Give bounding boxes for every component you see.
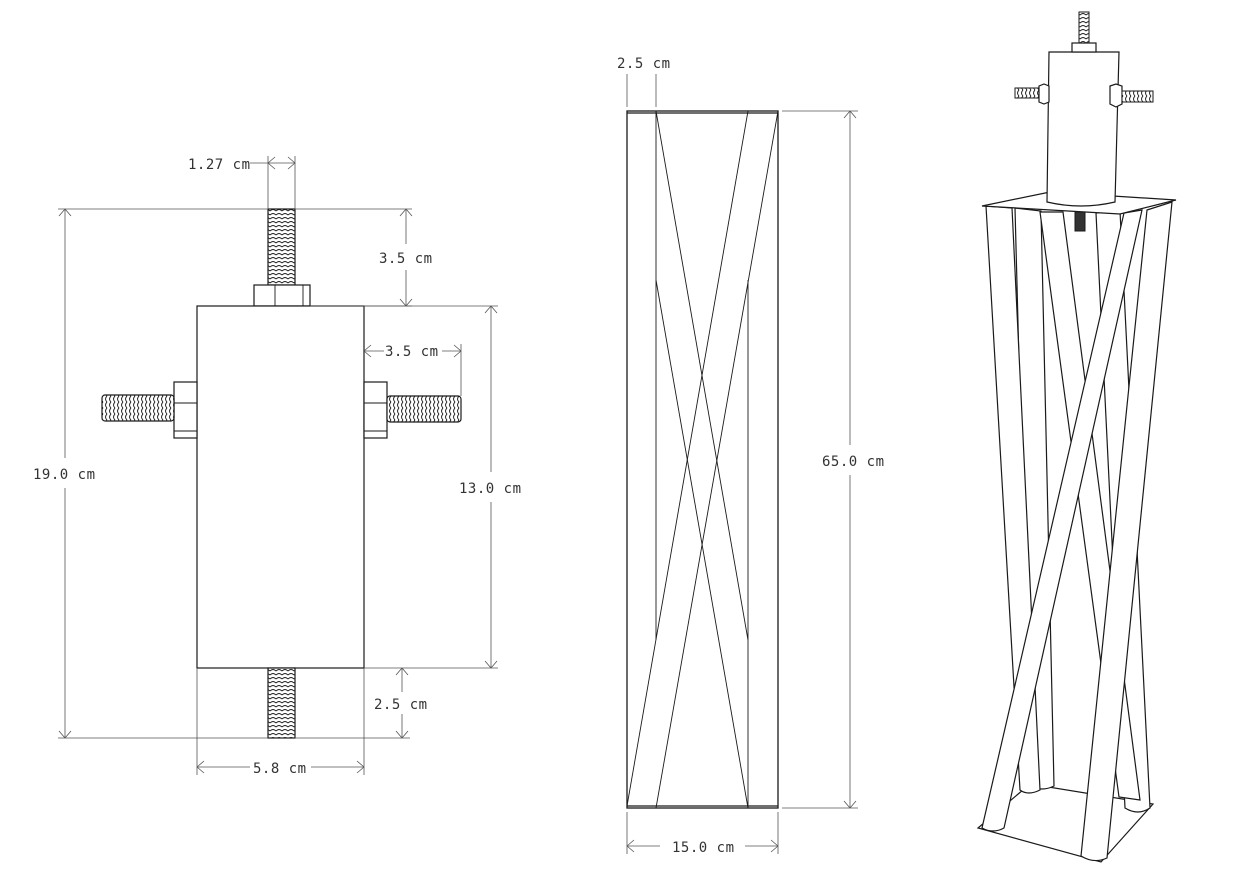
dim-label-side-rod: 3.5 cm <box>385 344 439 360</box>
dim-label-body-height: 13.0 cm <box>459 481 522 497</box>
dim-label-body-width: 5.8 cm <box>253 761 307 777</box>
bottom-threaded-rod <box>267 667 296 739</box>
dim-stand-height: 65.0 cm <box>782 110 885 809</box>
left-threaded-rod <box>101 394 175 422</box>
dim-bottom-rod-length: 2.5 cm <box>295 667 428 739</box>
left-nut <box>173 381 198 439</box>
dim-body-width: 5.8 cm <box>196 668 365 777</box>
dim-label-leg-width: 2.5 cm <box>617 56 671 72</box>
dim-top-rod-length: 3.5 cm <box>295 208 433 307</box>
dim-label-top-rod: 3.5 cm <box>379 251 433 267</box>
dim-label-base-width: 15.0 cm <box>672 840 735 856</box>
stand-outline <box>626 110 779 809</box>
dim-leg-width: 2.5 cm <box>617 56 671 107</box>
perspective-view <box>976 11 1177 863</box>
fitting-cylinder <box>1046 51 1120 207</box>
front-view: 1.27 cm 3.5 cm 3.5 cm 19.0 cm <box>33 156 522 777</box>
diagonal-braces <box>626 110 779 809</box>
dim-label-rod-diameter: 1.27 cm <box>188 157 251 173</box>
stand-elevation: 2.5 cm 65.0 cm 15.0 cm <box>617 56 885 856</box>
right-threaded-rod <box>386 395 462 423</box>
dim-total-height: 19.0 cm <box>33 208 268 739</box>
fitting-body <box>196 305 365 669</box>
dim-body-height: 13.0 cm <box>364 305 522 669</box>
right-nut <box>363 381 388 439</box>
dim-base-width: 15.0 cm <box>626 812 779 856</box>
dim-rod-diameter: 1.27 cm <box>188 156 296 209</box>
top-nut <box>253 284 311 307</box>
top-threaded-rod <box>267 208 296 286</box>
dim-label-stand-height: 65.0 cm <box>822 454 885 470</box>
dim-label-bottom-rod: 2.5 cm <box>374 697 428 713</box>
dim-side-rod-length: 3.5 cm <box>363 344 462 396</box>
dim-label-total-height: 19.0 cm <box>33 467 96 483</box>
